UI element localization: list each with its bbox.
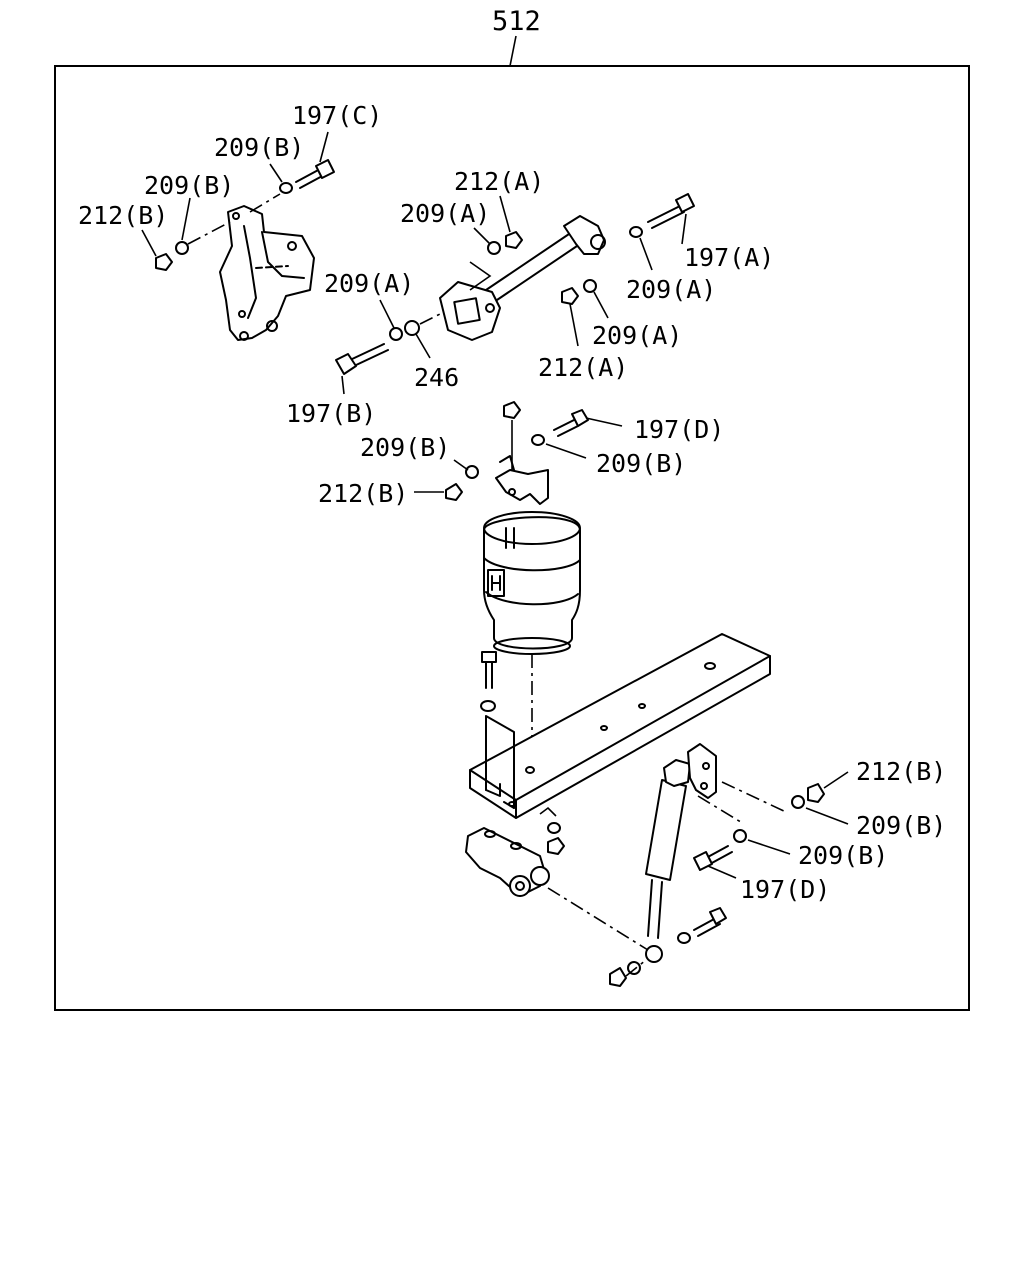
lower-bolt[interactable] xyxy=(480,651,497,712)
callout-209b-2: 209(B) xyxy=(144,171,234,200)
callout-209a-4: 209(A) xyxy=(324,269,414,298)
shock-washer[interactable] xyxy=(677,932,691,944)
top-nut[interactable] xyxy=(503,401,521,419)
lower-washer[interactable] xyxy=(547,822,561,834)
callout-246: 246 xyxy=(414,363,459,392)
shock-upper-bracket[interactable] xyxy=(687,743,717,799)
callout-209b-6: 209(B) xyxy=(798,841,888,870)
axis-line xyxy=(547,887,649,951)
assembly-leader xyxy=(509,35,517,67)
bracket-line xyxy=(539,806,557,817)
torque-rod[interactable] xyxy=(439,215,606,341)
nut-212b-1[interactable] xyxy=(155,253,173,271)
callout-197b: 197(B) xyxy=(286,399,376,428)
callout-209b-5: 209(B) xyxy=(856,811,946,840)
washer-209b-4[interactable] xyxy=(465,465,479,479)
callout-209b-3: 209(B) xyxy=(360,433,450,462)
callout-212a-2: 212(A) xyxy=(538,353,628,382)
axis-line xyxy=(419,311,445,325)
axis-line xyxy=(187,221,231,245)
axis-line xyxy=(721,781,787,813)
spring-upper-bracket[interactable] xyxy=(495,455,549,505)
callout-209a-1: 209(A) xyxy=(400,199,490,228)
callout-209a-3: 209(A) xyxy=(592,321,682,350)
bolt-197a[interactable] xyxy=(647,193,695,229)
callout-197c: 197(C) xyxy=(292,101,382,130)
callout-197a: 197(A) xyxy=(684,243,774,272)
bracket-line xyxy=(469,261,492,291)
bushing-246[interactable] xyxy=(404,320,420,336)
washer-209b-1[interactable] xyxy=(279,182,293,194)
callout-212a-1: 212(A) xyxy=(454,167,544,196)
washer-209a-2[interactable] xyxy=(629,226,643,238)
assembly-number: 512 xyxy=(492,6,541,37)
leader-lines xyxy=(141,131,849,879)
bolt-197c[interactable] xyxy=(295,159,335,189)
nut-212b-2[interactable] xyxy=(445,483,463,501)
bolt-197d-2[interactable] xyxy=(693,845,733,871)
callout-197d-2: 197(D) xyxy=(740,875,830,904)
washer-209a-3[interactable] xyxy=(583,279,597,293)
callout-212b-1: 212(B) xyxy=(78,201,168,230)
callout-209b-1: 209(B) xyxy=(214,133,304,162)
shock-absorber[interactable] xyxy=(645,759,691,963)
air-spring[interactable] xyxy=(483,511,581,655)
washer-209b-5[interactable] xyxy=(791,795,805,809)
axle-bracket[interactable] xyxy=(465,827,550,897)
nut-212a-2[interactable] xyxy=(561,287,579,305)
washer-209a-1[interactable] xyxy=(487,241,501,255)
washer-209b-6[interactable] xyxy=(733,829,747,843)
lower-nut[interactable] xyxy=(547,837,565,855)
axis-line xyxy=(249,193,281,213)
callout-209a-2: 209(A) xyxy=(626,275,716,304)
callout-197d-1: 197(D) xyxy=(634,415,724,444)
bolt-197d-1[interactable] xyxy=(553,409,589,437)
callout-209b-4: 209(B) xyxy=(596,449,686,478)
diagram-frame xyxy=(54,65,970,1011)
nut-212a-1[interactable] xyxy=(505,231,523,249)
callout-212b-3: 212(B) xyxy=(856,757,946,786)
axis-line xyxy=(625,959,647,977)
nut-212b-3[interactable] xyxy=(807,783,825,803)
washer-209a-4[interactable] xyxy=(389,327,403,341)
bolt-197b[interactable] xyxy=(335,343,389,375)
shock-nut[interactable] xyxy=(609,967,627,987)
callout-212b-2: 212(B) xyxy=(318,479,408,508)
axis-line xyxy=(697,795,745,825)
washer-209b-2[interactable] xyxy=(175,241,189,255)
upper-bracket[interactable] xyxy=(219,205,315,341)
washer-209b-3[interactable] xyxy=(531,434,545,446)
spring-mount-bracket[interactable] xyxy=(485,715,515,809)
shock-bolt[interactable] xyxy=(693,907,727,937)
